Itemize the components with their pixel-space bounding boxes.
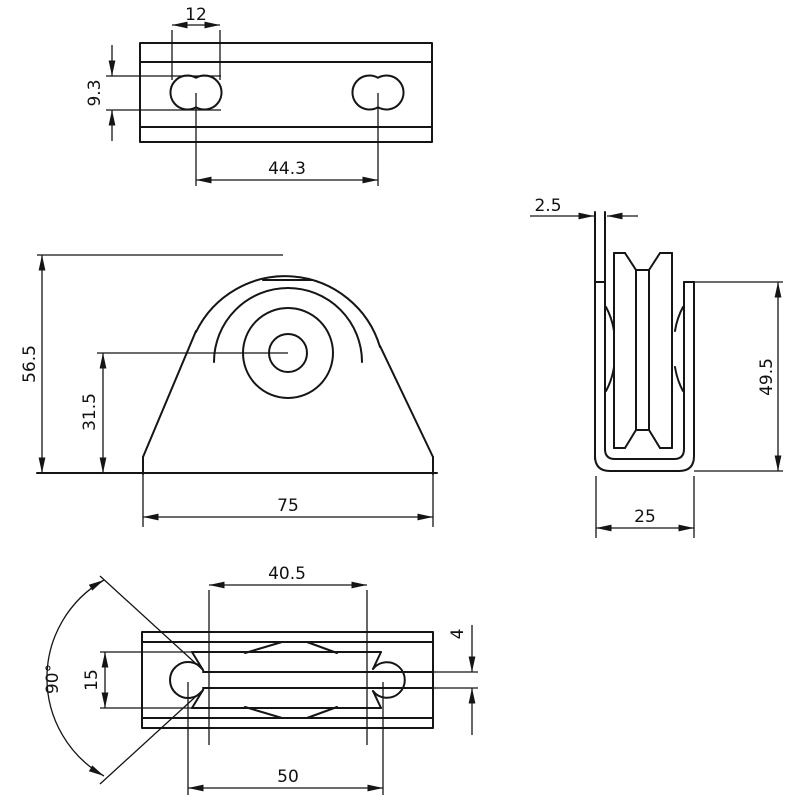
dim-label-end-distance: 50: [277, 767, 299, 787]
slot-end-arc-left: [169, 661, 204, 699]
side-view: 2.5 49.5 25: [530, 196, 783, 538]
bracket-left-slope: [142, 330, 197, 458]
pulley-groove-arc: [213, 287, 363, 363]
groove-projection: [244, 706, 283, 719]
wheel-top-v-left: [624, 252, 637, 271]
bottom-view: 90° 40.5 15 4 50: [43, 564, 478, 795]
top-view-outline: [139, 42, 433, 143]
channel-outer-bottom: [594, 281, 695, 472]
angle-arc: [46, 579, 105, 777]
groove-projection: [306, 706, 338, 719]
bracket-right-slope: [379, 345, 434, 458]
dim-label-chamfer-angle: 90°: [43, 664, 63, 694]
bottom-view-outline: [141, 631, 434, 729]
dim-label-channel-depth: 25: [634, 507, 656, 527]
dim-label-hole-width: 12: [185, 5, 207, 25]
wheel-bottom-v-right: [648, 429, 661, 449]
angle-leg-lower: [99, 688, 205, 785]
dim-label-hole-height: 9.3: [85, 79, 105, 106]
flange-arc-bottom-right: [674, 366, 684, 392]
dim-label-overall-height: 56.5: [20, 345, 40, 383]
dim-label-center-height: 31.5: [80, 393, 100, 431]
dim-label-groove-gap: 4: [448, 629, 468, 640]
dim-label-channel-height: 49.5: [757, 358, 777, 396]
dim-label-hole-distance: 44.3: [268, 159, 306, 179]
flange-arc-bottom-left: [605, 366, 615, 392]
groove-projection: [244, 641, 283, 654]
top-view: 12 9.3 44.3: [85, 5, 433, 186]
dim-label-plate-thickness: 2.5: [534, 196, 561, 216]
front-view: 56.5 31.5 75: [20, 254, 438, 527]
groove-projection: [306, 641, 338, 654]
wheel-top-v-right: [648, 252, 661, 271]
slot-end-arc-right: [372, 661, 406, 699]
dim-label-slot-width: 15: [82, 669, 102, 691]
dim-label-base-width: 75: [277, 496, 299, 516]
dim-label-slot-length: 40.5: [268, 564, 306, 584]
flange-arc-top-left: [605, 306, 615, 332]
channel-inner-bottom: [604, 281, 685, 460]
flange-arc-top-right: [674, 306, 684, 332]
angle-leg-upper: [99, 575, 205, 672]
pulley-outer-arc: [195, 275, 381, 348]
wheel-bottom-v-left: [624, 429, 637, 449]
